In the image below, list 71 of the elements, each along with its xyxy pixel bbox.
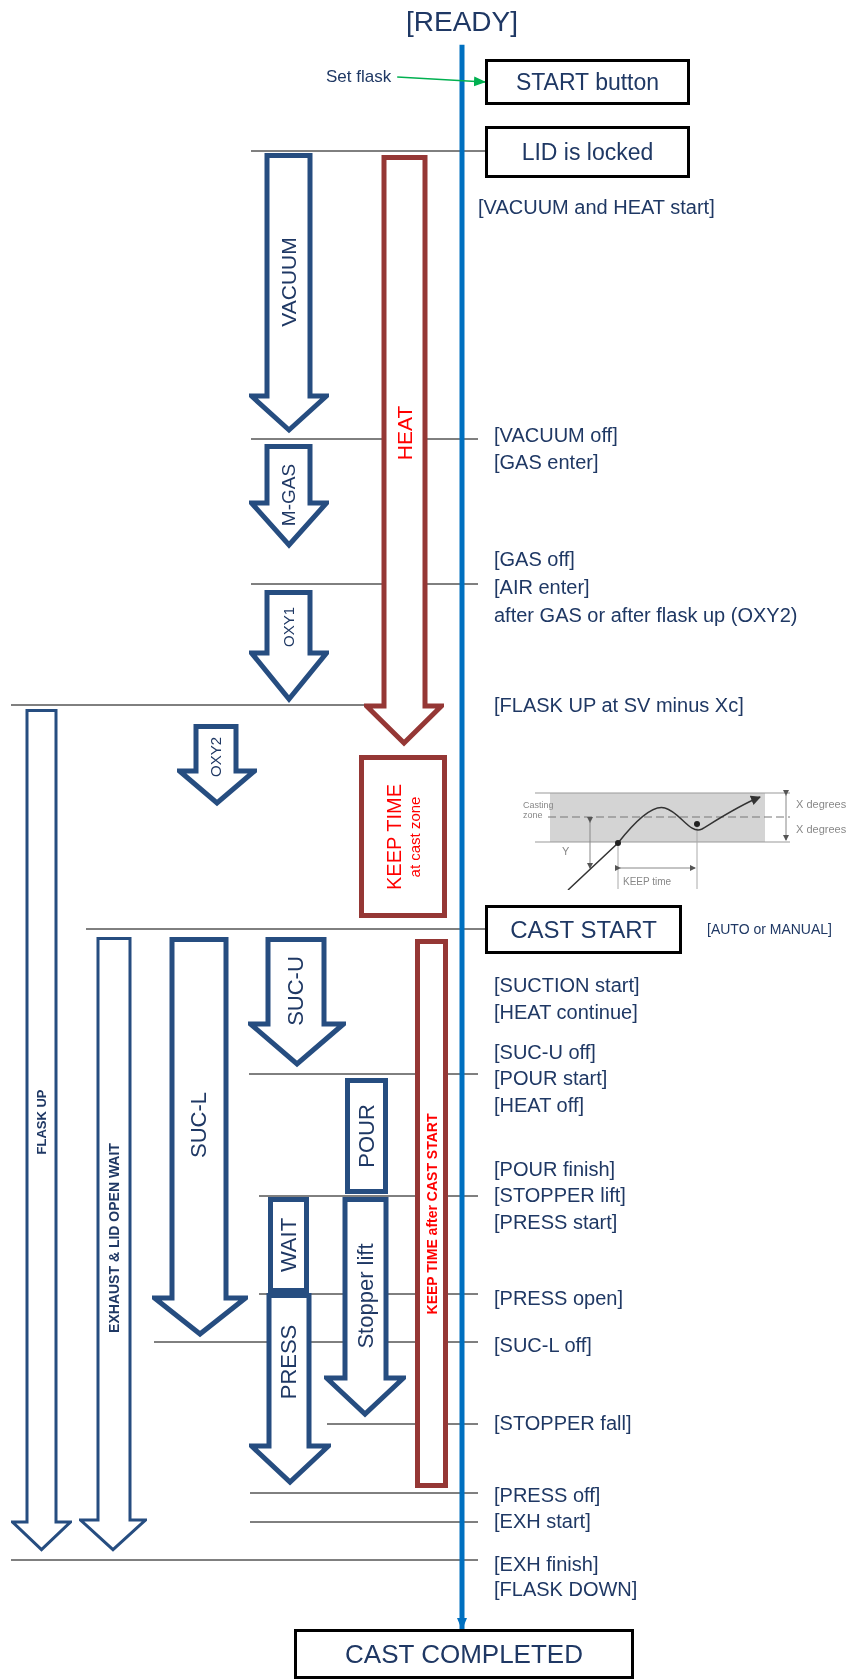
phase-label: SUC-L — [186, 1092, 212, 1159]
phase-label: OXY2 — [207, 737, 225, 778]
phase-indicator — [249, 153, 329, 434]
box-label: CAST COMPLETED — [345, 1638, 583, 1670]
event-label: [PRESS open] — [494, 1286, 623, 1310]
state-label: [READY] — [406, 5, 518, 39]
event-label: [SUC-U off] — [494, 1040, 596, 1064]
event-label: [SUCTION start] — [494, 973, 640, 997]
arrow — [457, 44, 467, 1630]
graph-label: X degrees — [796, 823, 847, 837]
process-box — [485, 59, 690, 105]
event-label: [PRESS start] — [494, 1210, 618, 1234]
event-label: [EXH finish] — [494, 1552, 599, 1576]
phase-bar — [415, 939, 448, 1488]
phase-indicator — [249, 590, 329, 703]
event-label: [POUR start] — [494, 1066, 608, 1090]
phase-label: FLASK UP — [34, 1089, 49, 1155]
event-label: [EXH start] — [494, 1509, 591, 1533]
phase-label: POUR — [353, 1104, 380, 1168]
phase-indicator — [177, 724, 257, 807]
mode-note: [AUTO or MANUAL] — [707, 920, 832, 938]
phase-indicator — [152, 937, 248, 1338]
event-label: [PRESS off] — [494, 1483, 601, 1507]
phase-indicator — [11, 709, 72, 1552]
event-label: [GAS enter] — [494, 450, 599, 474]
event-label: [FLASK UP at SV minus Xc] — [494, 693, 744, 717]
phase-label: at cast zone — [405, 795, 424, 879]
phase-indicator — [248, 937, 346, 1068]
phase-indicator — [364, 155, 444, 747]
phase-label: SUC-U — [283, 955, 309, 1026]
phase-label: KEEP TIME — [382, 783, 406, 890]
event-label: [SUC-L off] — [494, 1333, 592, 1357]
phase-label: OXY1 — [279, 607, 298, 648]
phase-bar — [345, 1078, 388, 1194]
phase-label: EXHAUST & LID OPEN WAIT — [105, 1143, 123, 1334]
phase-label: KEEP TIME after CAST START — [423, 1113, 440, 1314]
phase-label: Stopper lift — [352, 1243, 379, 1349]
event-label: [GAS off] — [494, 547, 575, 571]
box-label: LID is locked — [521, 138, 654, 166]
event-label: [FLASK DOWN] — [494, 1577, 638, 1601]
phase-label: WAIT — [275, 1217, 302, 1273]
graph-label: X degrees — [796, 798, 847, 812]
event-label: [VACUUM and HEAT start] — [478, 195, 715, 219]
event-label: [AIR enter] — [494, 575, 590, 599]
event-label: [HEAT continue] — [494, 1000, 638, 1024]
phase-label: M-GAS — [277, 464, 300, 527]
phase-bar — [359, 755, 447, 918]
process-box — [294, 1629, 634, 1679]
box-label: START button — [515, 68, 660, 96]
phase-label: HEAT — [392, 406, 417, 461]
phase-indicator — [79, 937, 147, 1552]
phase-indicator — [249, 444, 329, 549]
box-label: CAST START — [510, 915, 657, 944]
event-label: [VACUUM off] — [494, 423, 618, 447]
phase-label: PRESS — [276, 1325, 302, 1400]
event-label: after GAS or after flask up (OXY2) — [494, 603, 798, 627]
event-label: [STOPPER lift] — [494, 1183, 626, 1207]
phase-indicator — [324, 1197, 406, 1418]
event-label: [POUR finish] — [494, 1157, 616, 1181]
graph-label: KEEP time — [623, 876, 672, 888]
event-label: [STOPPER fall] — [494, 1411, 632, 1435]
phase-indicator — [249, 1293, 331, 1486]
phase-bar — [268, 1197, 309, 1293]
arrow — [396, 76, 486, 87]
event-label: [HEAT off] — [494, 1093, 585, 1117]
process-box — [485, 905, 682, 954]
phase-label: VACUUM — [276, 237, 301, 327]
graph-label: Y — [562, 845, 570, 859]
process-box — [485, 126, 690, 178]
graph-label: Casting zone — [523, 801, 555, 821]
step-label: Set flask — [326, 66, 392, 88]
